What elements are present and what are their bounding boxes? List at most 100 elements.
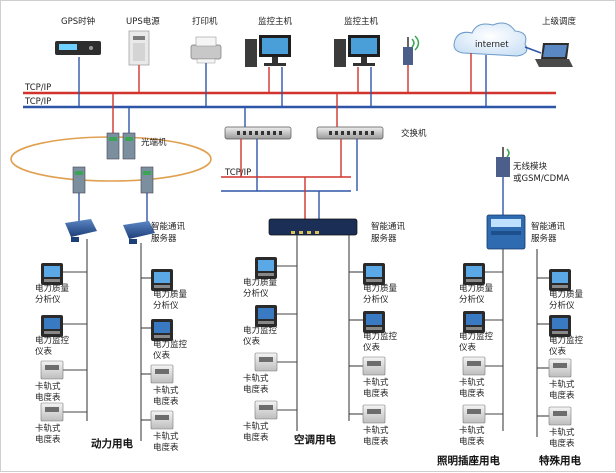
meter-label-special-3-line-0: 卡轨式 [549, 427, 575, 438]
switch-label: 交换机 [401, 128, 427, 139]
meter-label-ac-b-1-line-1: 仪表 [363, 342, 381, 353]
meter-label-power-b-2-line-0: 卡轨式 [153, 385, 179, 396]
optical-label: 光端机 [141, 137, 167, 148]
tcpip-label-2: TCP/IP [24, 97, 51, 107]
meter-label-power-a-0-line-0: 电力质量 [35, 283, 70, 294]
zone-lighting: 照明插座用电 [437, 454, 500, 467]
meter-label-power-a-1-line-1: 仪表 [35, 346, 53, 357]
gps-clock-device [55, 41, 101, 55]
meter-label-light-1-line-1: 仪表 [459, 342, 477, 353]
monitor-host-2-label: 监控主机 [344, 16, 379, 27]
meter-label-light-2-line-1: 电度表 [459, 388, 485, 399]
zone-special: 特殊用电 [539, 454, 581, 467]
meter-label-ac-b-0-line-0: 电力质量 [363, 283, 398, 294]
meter-label-special-2-line-1: 电度表 [549, 390, 575, 401]
meter-label-power-b-3-line-0: 卡轨式 [153, 431, 179, 442]
tcpip-label-3: TCP/IP [224, 168, 251, 178]
server-label-power-2: 服务器 [151, 233, 177, 244]
wireless-label-2: 或GSM/CDMA [513, 173, 569, 184]
meter-label-special-1-line-1: 仪表 [549, 346, 567, 357]
internet-label: internet [475, 40, 509, 50]
meter-label-ac-a-0-line-1: 分析仪 [243, 288, 269, 299]
meter-label-ac-a-1-line-0: 电力监控 [243, 325, 278, 336]
meter-label-light-3-line-1: 电度表 [459, 436, 485, 447]
meter-label-power-b-0-line-1: 分析仪 [153, 300, 179, 311]
server-lighting [486, 214, 526, 250]
meter-label-special-0-line-1: 分析仪 [549, 300, 575, 311]
meter-label-power-a-3-line-1: 电度表 [35, 434, 61, 445]
monitor-host-2-device [334, 35, 380, 67]
meter-label-power-b-1-line-0: 电力监控 [153, 339, 188, 350]
meter-label-light-0-line-0: 电力质量 [459, 283, 494, 294]
meter-label-ac-b-3-line-1: 电度表 [363, 436, 389, 447]
meter-label-power-b-2-line-1: 电度表 [153, 396, 179, 407]
meter-trunks [86, 235, 538, 441]
switch-device-1 [224, 126, 292, 140]
server-label-lighting-1: 智能通讯 [531, 221, 566, 232]
cloud-laptop-link [524, 46, 542, 54]
optical-converter-bottom-left [72, 166, 86, 194]
meters-layer: 电力质量分析仪电力监控仪表卡轨式电度表卡轨式电度表电力质量分析仪电力监控仪表卡轨… [35, 257, 584, 453]
meter-label-ac-a-0-line-0: 电力质量 [243, 277, 278, 288]
zone-power: 动力用电 [91, 437, 133, 450]
internet-cloud-icon [453, 22, 528, 57]
ups-device [128, 30, 150, 66]
meter-label-ac-a-3-line-1: 电度表 [243, 432, 269, 443]
server-power-2 [123, 221, 155, 244]
meter-label-power-a-2-line-1: 电度表 [35, 392, 61, 403]
monitor-host-1-label: 监控主机 [258, 16, 293, 27]
optical-links [78, 93, 148, 223]
server-label-ac-1: 智能通讯 [371, 221, 406, 232]
meter-label-light-1-line-0: 电力监控 [459, 331, 494, 342]
printer-label: 打印机 [192, 16, 218, 27]
meter-label-power-a-1-line-0: 电力监控 [35, 335, 70, 346]
server-label-lighting-2: 服务器 [531, 233, 557, 244]
meter-label-light-3-line-0: 卡轨式 [459, 425, 485, 436]
meter-label-ac-a-3-line-0: 卡轨式 [243, 421, 269, 432]
printer-device [190, 36, 222, 64]
wireless-label-1: 无线模块 [513, 161, 548, 172]
server-power-1 [65, 219, 97, 242]
zone-ac: 空调用电 [294, 433, 336, 446]
wireless-antenna-icon [403, 35, 420, 65]
meter-label-special-1-line-0: 电力监控 [549, 335, 584, 346]
switch-device-2 [316, 126, 384, 140]
meter-label-power-b-0-line-0: 电力质量 [153, 289, 188, 300]
meter-label-power-b-3-line-1: 电度表 [153, 442, 179, 453]
ups-label: UPS电源 [126, 16, 160, 27]
meter-label-ac-b-1-line-0: 电力监控 [363, 331, 398, 342]
meter-label-power-b-1-line-1: 仪表 [153, 350, 171, 361]
meter-label-special-3-line-1: 电度表 [549, 438, 575, 449]
optical-converter-bottom-right [140, 166, 154, 194]
meter-label-ac-b-2-line-1: 电度表 [363, 388, 389, 399]
meter-label-ac-b-3-line-0: 卡轨式 [363, 425, 389, 436]
top-device-drops [78, 53, 487, 107]
meter-label-special-2-line-0: 卡轨式 [549, 379, 575, 390]
switch-links [221, 93, 358, 219]
tcpip-label-1: TCP/IP [24, 83, 51, 93]
